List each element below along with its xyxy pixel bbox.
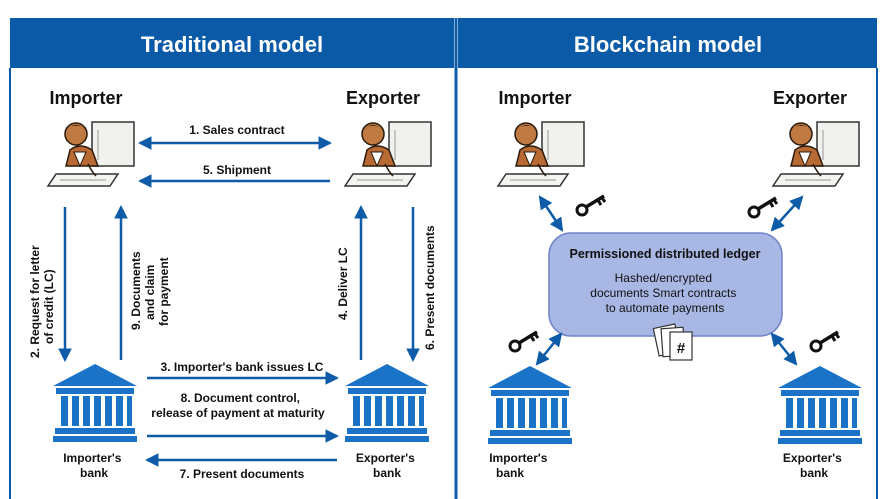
key-icon-importer (575, 194, 607, 217)
bc-arrow-exporter-ledger (770, 195, 804, 232)
step-3-label: 3. Importer's bank issues LC (161, 360, 324, 374)
step-7-label: 7. Present documents (180, 467, 305, 481)
step-1-label: 1. Sales contract (189, 123, 284, 137)
bc-importer-bank-icon (488, 366, 572, 444)
traditional-title: Traditional model (141, 32, 323, 57)
bc-arrow-exporter-bank-ledger (770, 332, 798, 366)
key-icon-exporter-bank (809, 330, 841, 353)
bc-exporter-person-icon (772, 121, 860, 187)
trad-exporter-bank-label: Exporter's bank (356, 451, 418, 480)
traditional-header-bar (10, 18, 454, 68)
trad-exporter-label: Exporter (346, 88, 420, 108)
trad-exporter-bank-icon (345, 364, 429, 442)
bc-importer-label: Importer (498, 88, 571, 108)
bc-exporter-bank-icon (778, 366, 862, 444)
key-icon-importer-bank (508, 330, 540, 353)
blockchain-title: Blockchain model (574, 32, 762, 57)
bc-arrow-importer-ledger (538, 195, 564, 232)
document-hash-symbol: # (677, 340, 686, 357)
step-8-label: 8. Document control, release of payment … (151, 391, 325, 420)
bc-importer-bank-label: Importer's bank (489, 451, 551, 480)
trad-importer-bank-label: Importer's bank (63, 451, 125, 480)
trad-importer-person-icon (47, 121, 135, 187)
document-stack-icon: # (652, 323, 693, 361)
step-6-label: 6. Present documents (423, 225, 437, 350)
step-9-label: 9. Documents and claim for payment (129, 248, 171, 330)
ledger-title: Permissioned distributed ledger (569, 247, 760, 261)
step-5-label: 5. Shipment (203, 163, 271, 177)
bc-importer-person-icon (497, 121, 585, 187)
bc-exporter-label: Exporter (773, 88, 847, 108)
ledger-description: Hashed/encrypted documents Smart contrac… (590, 271, 739, 315)
trad-importer-label: Importer (49, 88, 122, 108)
bc-exporter-bank-label: Exporter's bank (783, 451, 845, 480)
blockchain-header-bar (458, 18, 877, 68)
trad-importer-bank-icon (53, 364, 137, 442)
step-2-label: 2. Request for letter of credit (LC) (28, 242, 56, 358)
key-icon-exporter (747, 196, 779, 219)
trad-exporter-person-icon (344, 121, 432, 187)
bc-arrow-importer-bank-ledger (535, 332, 563, 366)
step-4-label: 4. Deliver LC (336, 247, 350, 320)
